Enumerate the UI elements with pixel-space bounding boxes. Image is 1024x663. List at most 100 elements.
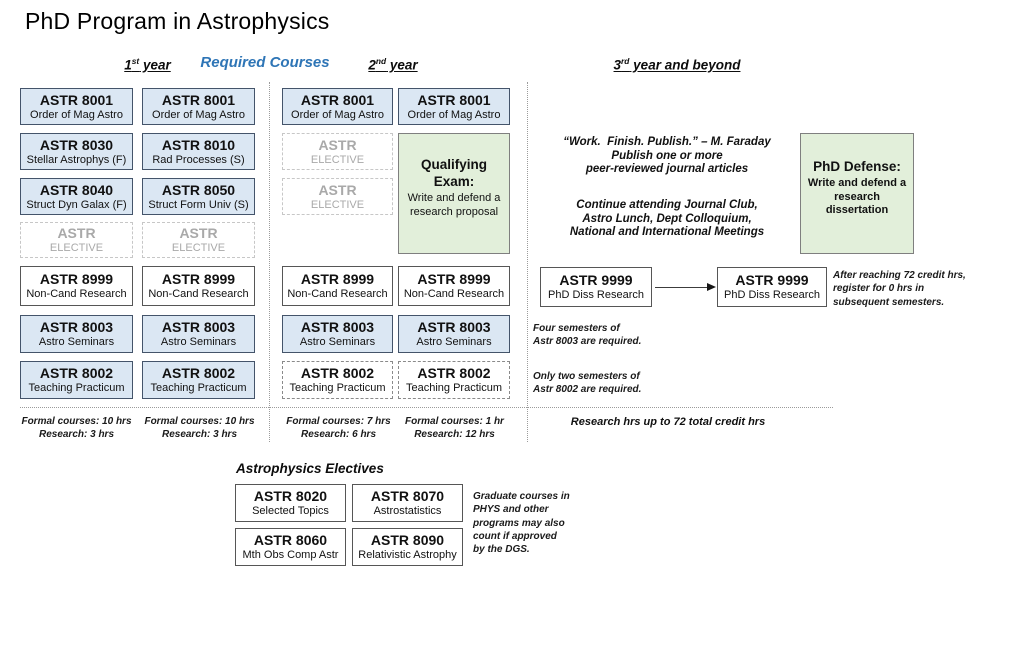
divider-year2-year3 bbox=[527, 82, 528, 442]
header-required-courses: Required Courses bbox=[200, 54, 330, 71]
qualifying-exam-desc: Write and defend a research proposal bbox=[407, 191, 501, 218]
header-year3-rest: year and beyond bbox=[629, 57, 741, 73]
course-name: ELECTIVE bbox=[310, 198, 365, 211]
course-box-astr-8003: ASTR 8003 Astro Seminars bbox=[282, 315, 393, 353]
course-code: ASTR 8060 bbox=[253, 532, 328, 549]
course-code: ASTR 8010 bbox=[161, 136, 236, 153]
course-box-astr-8002: ASTR 8002 Teaching Practicum bbox=[20, 361, 133, 399]
course-code: ASTR 8003 bbox=[300, 319, 375, 336]
note-line: Astr 8003 are required. bbox=[533, 336, 642, 348]
course-box-astr-8002: ASTR 8002 Teaching Practicum bbox=[142, 361, 255, 399]
course-name: Struct Dyn Galax (F) bbox=[26, 198, 127, 211]
header-year2-rest: year bbox=[386, 57, 418, 73]
header-year1-sup: st bbox=[131, 56, 140, 66]
electives-heading: Astrophysics Electives bbox=[236, 461, 384, 476]
note-line: subsequent semesters. bbox=[833, 296, 945, 308]
course-name: Order of Mag Astro bbox=[30, 108, 123, 121]
course-name: Rad Processes (S) bbox=[152, 153, 245, 166]
note-line: National and International Meetings bbox=[569, 226, 765, 239]
course-name: ELECTIVE bbox=[310, 153, 365, 166]
note-line: Graduate courses in bbox=[473, 491, 570, 502]
arrow-head-icon bbox=[707, 283, 716, 291]
course-box-astr-8090: ASTR 8090 Relativistic Astrophy bbox=[352, 528, 463, 566]
qualifying-exam-title: Qualifying Exam: bbox=[420, 157, 487, 189]
course-name: ELECTIVE bbox=[171, 242, 226, 255]
hours-note-year1-spring: Formal courses: 10 hrs Research: 3 hrs bbox=[137, 416, 262, 441]
course-name: Struct Form Univ (S) bbox=[148, 198, 249, 211]
course-code: ASTR 8040 bbox=[39, 181, 114, 198]
note-line: Astro Lunch, Dept Colloquium, bbox=[582, 212, 752, 225]
note-line: by the DGS. bbox=[473, 544, 530, 556]
divider-year1-year2 bbox=[269, 82, 270, 442]
course-name: Stellar Astrophys (F) bbox=[26, 153, 127, 166]
course-name: Non-Cand Research bbox=[148, 288, 249, 301]
course-code: ASTR 8999 bbox=[39, 271, 114, 288]
course-code: ASTR 8999 bbox=[161, 271, 236, 288]
course-name: Teaching Practicum bbox=[289, 382, 386, 395]
qualifying-exam-box: Qualifying Exam: Write and defend a rese… bbox=[398, 133, 510, 254]
course-code: ASTR 8003 bbox=[417, 319, 491, 336]
course-code: ASTR 8090 bbox=[370, 532, 445, 549]
phd-defense-desc: Write and defend a research dissertation bbox=[807, 176, 907, 217]
course-name: Selected Topics bbox=[252, 505, 329, 518]
course-name: Non-Cand Research bbox=[287, 288, 388, 301]
arrow-line bbox=[655, 287, 709, 288]
course-code: ASTR 8002 bbox=[161, 365, 236, 382]
course-code: ASTR 8001 bbox=[161, 91, 236, 108]
course-code: ASTR 8003 bbox=[161, 319, 236, 336]
course-code: ASTR 8002 bbox=[300, 365, 375, 382]
research-hours: Research: 3 hrs bbox=[38, 428, 115, 440]
course-name: Non-Cand Research bbox=[26, 288, 127, 301]
course-code: ASTR bbox=[318, 136, 357, 153]
note-line: After reaching 72 credit hrs, bbox=[833, 270, 966, 281]
course-code: ASTR 8002 bbox=[417, 365, 491, 382]
course-box-astr-8002: ASTR 8002 Teaching Practicum bbox=[398, 361, 510, 399]
course-code: ASTR bbox=[179, 225, 218, 242]
course-name: Astro Seminars bbox=[299, 336, 376, 349]
research-hours: Research: 6 hrs bbox=[300, 428, 377, 440]
course-name: Astro Seminars bbox=[416, 336, 492, 349]
course-box-elective: ASTR ELECTIVE bbox=[20, 222, 133, 258]
research-hours-note: Research hrs up to 72 total credit hrs bbox=[570, 416, 766, 428]
course-name: PhD Diss Research bbox=[724, 289, 820, 302]
phd-defense-box: PhD Defense: Write and defend a research… bbox=[800, 133, 914, 254]
course-box-astr-8001: ASTR 8001 Order of Mag Astro bbox=[142, 88, 255, 125]
course-code: ASTR 8003 bbox=[39, 319, 114, 336]
course-code: ASTR bbox=[318, 181, 357, 198]
course-box-astr-8999: ASTR 8999 Non-Cand Research bbox=[20, 266, 133, 306]
course-box-astr-8040: ASTR 8040 Struct Dyn Galax (F) bbox=[20, 178, 133, 215]
course-box-elective: ASTR ELECTIVE bbox=[142, 222, 255, 258]
course-name: Order of Mag Astro bbox=[407, 108, 501, 121]
course-box-astr-8003: ASTR 8003 Astro Seminars bbox=[142, 315, 255, 353]
note-line: Four semesters of bbox=[533, 323, 620, 334]
course-box-astr-8001: ASTR 8001 Order of Mag Astro bbox=[20, 88, 133, 125]
page-title: PhD Program in Astrophysics bbox=[25, 8, 330, 34]
header-year2-sup: nd bbox=[375, 56, 387, 66]
course-box-astr-8002: ASTR 8002 Teaching Practicum bbox=[282, 361, 393, 399]
course-code: ASTR 8020 bbox=[253, 488, 328, 505]
course-code: ASTR 8002 bbox=[39, 365, 114, 382]
course-box-astr-8020: ASTR 8020 Selected Topics bbox=[235, 484, 346, 522]
note-line: Astr 8002 are required. bbox=[533, 384, 642, 396]
course-box-astr-8001: ASTR 8001 Order of Mag Astro bbox=[282, 88, 393, 125]
course-name: Teaching Practicum bbox=[406, 382, 502, 395]
course-code: ASTR bbox=[57, 225, 96, 242]
course-box-elective: ASTR ELECTIVE bbox=[282, 133, 393, 170]
course-name: Astro Seminars bbox=[38, 336, 115, 349]
divider-horizontal bbox=[20, 407, 833, 408]
course-name: Teaching Practicum bbox=[150, 382, 247, 395]
formal-hours: Formal courses: 7 hrs bbox=[286, 416, 391, 427]
course-code: ASTR 9999 bbox=[735, 272, 809, 289]
course-name: Astrostatistics bbox=[373, 505, 442, 518]
course-box-astr-8030: ASTR 8030 Stellar Astrophys (F) bbox=[20, 133, 133, 170]
course-box-astr-9999: ASTR 9999 PhD Diss Research bbox=[540, 267, 652, 307]
header-year1-rest: year bbox=[139, 57, 171, 73]
hours-note-year1-fall: Formal courses: 10 hrs Research: 3 hrs bbox=[14, 416, 139, 441]
formal-hours: Formal courses: 10 hrs bbox=[144, 416, 255, 427]
course-code: ASTR 8001 bbox=[300, 91, 375, 108]
four-semesters-note: Four semesters of Astr 8003 are required… bbox=[533, 322, 683, 349]
research-hours: Research: 3 hrs bbox=[161, 428, 238, 440]
course-code: ASTR 8050 bbox=[161, 181, 236, 198]
course-code: ASTR 8999 bbox=[417, 271, 491, 288]
course-name: PhD Diss Research bbox=[548, 289, 644, 302]
